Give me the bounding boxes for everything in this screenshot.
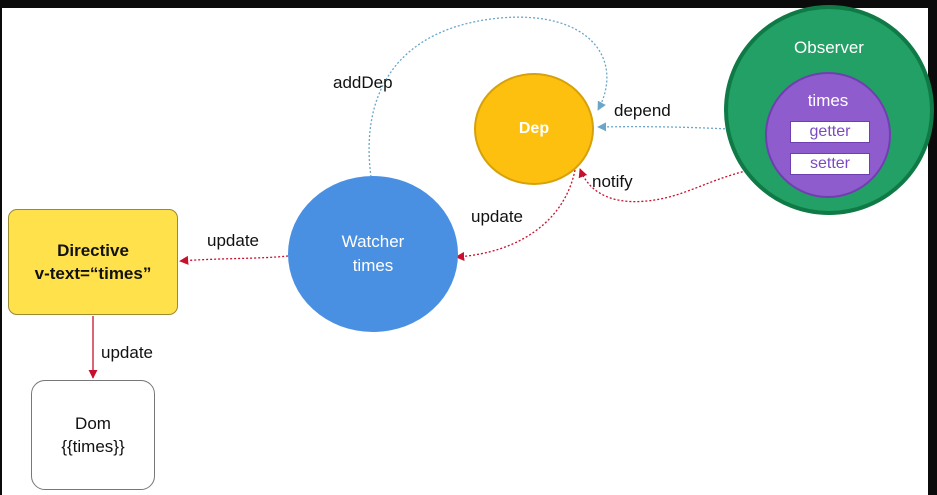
dom-template: {{times}} bbox=[61, 437, 125, 456]
notify-label: notify bbox=[592, 172, 633, 191]
watcher-subtitle: times bbox=[352, 256, 394, 275]
update-dep-watcher-label: update bbox=[471, 207, 523, 226]
observer-label: Observer bbox=[794, 38, 864, 57]
update-watcher-directive-label: update bbox=[207, 231, 259, 250]
add-dep-label: addDep bbox=[333, 73, 393, 92]
setter-box: setter bbox=[790, 153, 870, 175]
dep-node: Dep bbox=[474, 73, 594, 185]
watcher-title: Watcher bbox=[341, 232, 405, 251]
watcher-node: Watcher times bbox=[288, 176, 458, 332]
update-dep-watcher-connector bbox=[455, 169, 576, 262]
times-label: times bbox=[807, 91, 849, 110]
add-dep-connector bbox=[368, 16, 608, 178]
getter-box: getter bbox=[790, 121, 870, 143]
directive-title: Directive bbox=[57, 241, 129, 260]
dom-title: Dom bbox=[75, 414, 111, 433]
dom-node: Dom {{times}} bbox=[31, 380, 155, 490]
directive-expression: v-text=“times” bbox=[34, 264, 152, 283]
update-directive-dom-label: update bbox=[101, 343, 153, 362]
dep-label: Dep bbox=[518, 120, 550, 137]
directive-node: Directive v-text=“times” bbox=[8, 209, 178, 315]
update-watcher-directive-connector bbox=[179, 255, 289, 265]
depend-label: depend bbox=[614, 101, 671, 120]
times-property-node: times bbox=[765, 72, 891, 198]
